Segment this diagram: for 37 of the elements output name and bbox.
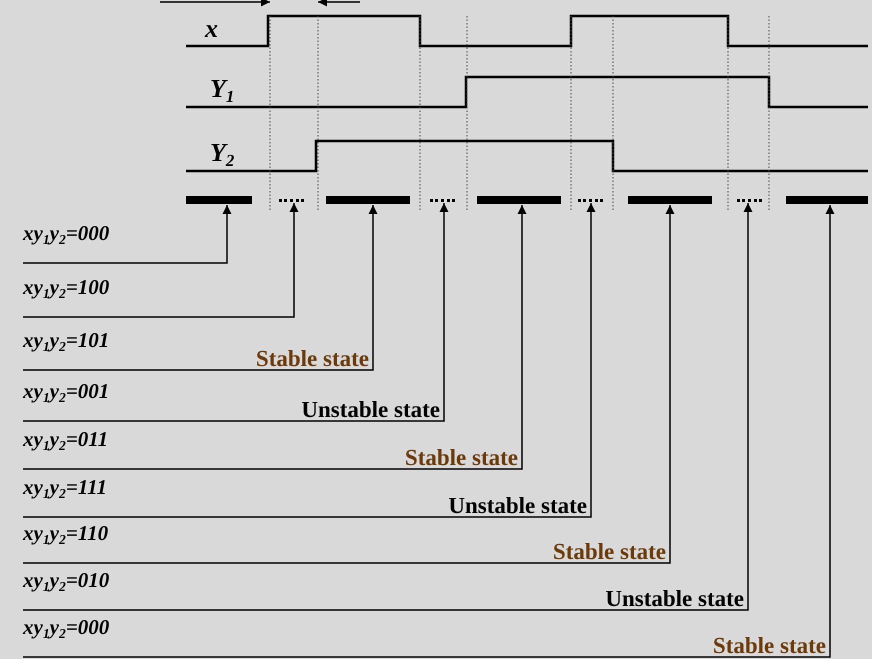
signal-label: Y$_{1}$ (210, 76, 234, 106)
state-description: Stable state (404, 446, 518, 469)
state-code: xy$_{1}$y$_{2}$=010 (23, 570, 110, 594)
state-code: xy$_{1}$y$_{2}$=100 (23, 277, 110, 301)
dotted-mark (737, 199, 762, 202)
state-description: Unstable state (448, 494, 587, 517)
leader-line (23, 205, 834, 658)
signal-label: Y$_{2}$ (210, 140, 234, 170)
dotted-mark (430, 199, 455, 202)
leader-line (23, 203, 752, 611)
state-code: xy$_{1}$y$_{2}$=000 (23, 617, 110, 641)
signal-label: x (205, 16, 218, 42)
interval-bar (186, 196, 252, 204)
state-description: Stable state (712, 634, 826, 657)
dotted-mark (279, 199, 304, 202)
leader-line (23, 205, 378, 371)
leader-line (23, 203, 448, 422)
interval-bar (326, 196, 410, 204)
state-code: xy$_{1}$y$_{2}$=111 (23, 477, 107, 501)
state-description: Unstable state (605, 587, 744, 610)
state-code: xy$_{1}$y$_{2}$=101 (23, 330, 110, 354)
leader-line (23, 203, 596, 518)
interval-bar (477, 196, 561, 204)
dotted-mark (578, 199, 603, 202)
state-description: Unstable state (301, 398, 440, 421)
state-code: xy$_{1}$y$_{2}$=110 (23, 523, 108, 547)
interval-bar (628, 196, 712, 204)
state-code: xy$_{1}$y$_{2}$=011 (23, 429, 108, 453)
state-description: Stable state (552, 540, 666, 563)
interval-bar (786, 196, 868, 204)
leader-line (23, 205, 674, 564)
state-code: xy$_{1}$y$_{2}$=000 (23, 223, 110, 247)
leader-line (23, 205, 526, 470)
state-description: Stable state (256, 347, 369, 370)
state-code: xy$_{1}$y$_{2}$=001 (23, 381, 110, 405)
leader-line (23, 203, 298, 318)
leader-line (23, 205, 232, 264)
